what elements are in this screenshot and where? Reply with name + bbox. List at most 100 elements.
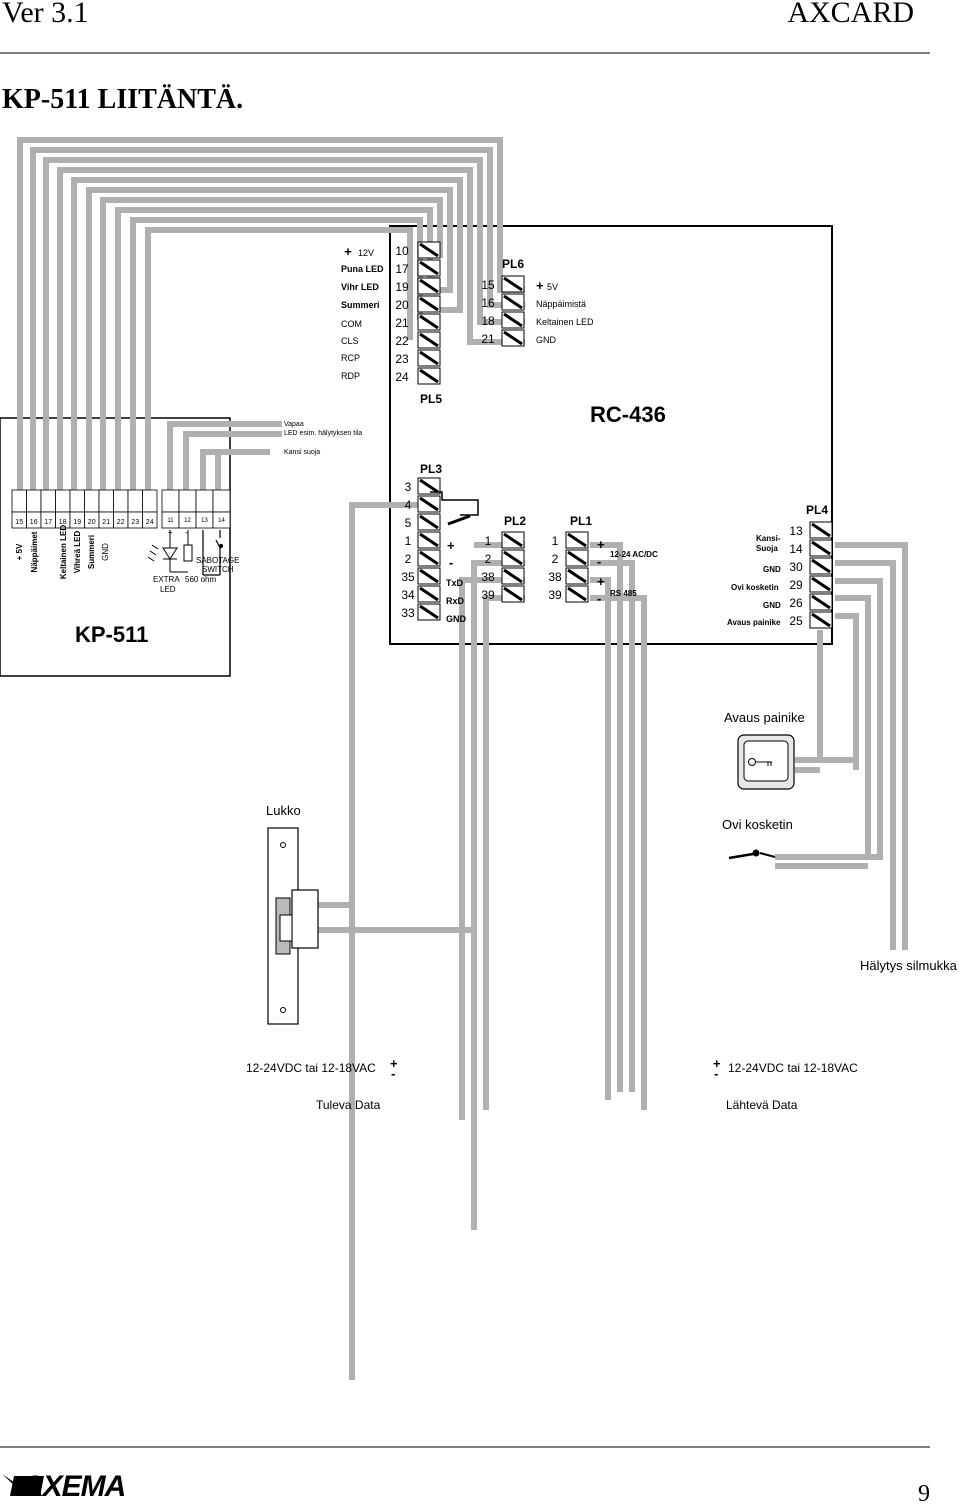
pl2-pin-38: 38	[481, 570, 495, 584]
wire-kp21	[100, 197, 443, 490]
pl3-sabotage-link	[430, 491, 479, 516]
pl6-signal-2: Keltainen LED	[536, 317, 594, 327]
pl3-plus: +	[447, 538, 455, 553]
pl3-txd: TxD	[446, 578, 464, 588]
wire-pl4-14	[835, 560, 896, 950]
pl5-signal-1: Puna LED	[341, 264, 384, 274]
note-vapaa: Vapaa	[284, 421, 304, 428]
pl3-pin-5: 5	[405, 516, 412, 530]
data-out-label: Lähtevä Data	[726, 1098, 798, 1112]
logo-text: AXEMA	[22, 1470, 126, 1503]
kp-pin-24: 24	[146, 519, 154, 526]
terminals	[417, 241, 833, 629]
page-number: 9	[918, 1481, 930, 1507]
kp-pin-17: 17	[44, 519, 52, 526]
kp-pin-16: 16	[30, 519, 38, 526]
note-kansi-suoja: Kansi suoja	[284, 449, 320, 456]
pl1-bus: RS 485	[610, 589, 637, 598]
pl5-terminal-3-screw	[419, 296, 439, 312]
pl1-label: PL1	[570, 514, 592, 528]
pl2-pin-2: 2	[485, 552, 492, 566]
pl2-label: PL2	[504, 514, 526, 528]
wire-pl2-39	[483, 595, 525, 1110]
wire-kp22	[115, 207, 440, 490]
pl6-signal-3: GND	[536, 335, 557, 345]
kp-pin-box-21	[98, 489, 114, 513]
pl4-pin-25: 25	[789, 614, 803, 628]
pl3-rxd: RxD	[446, 596, 465, 606]
pl4-terminal-1-screw	[811, 540, 831, 556]
wire-kp18-pl6	[57, 167, 525, 490]
wire-pl4-26	[835, 613, 859, 770]
power-in-minus: -	[391, 1066, 395, 1081]
pl4-terminal-2-screw	[811, 558, 831, 574]
kp-label-4: Summeri	[87, 535, 96, 569]
kp-pin2-box-13	[195, 489, 214, 513]
exit-button-icon	[737, 734, 795, 790]
pl5-signal-7: RDP	[341, 371, 360, 381]
kp-pin2-14: 14	[218, 518, 225, 524]
kp-pin2-box-12	[178, 489, 197, 513]
kp-pin-box-16	[26, 489, 42, 513]
pl3-terminal-7-screw	[419, 604, 439, 620]
pl5-signal-3: Summeri	[341, 300, 380, 310]
pl4-pin-14: 14	[789, 542, 803, 556]
pl5-pin-24: 24	[395, 370, 409, 384]
wire-kp19	[71, 177, 463, 490]
pl1-terminal-3-screw	[567, 586, 587, 602]
pl5-pin-17: 17	[395, 262, 409, 276]
pl5-terminal-5-screw	[419, 332, 439, 348]
pl5-terminal-2-screw	[419, 278, 439, 294]
kp-pin-19: 19	[73, 519, 81, 526]
kp-led: LED	[160, 585, 176, 594]
pl1-pin-2: 2	[552, 552, 559, 566]
pl4-terminal-3-screw	[811, 576, 831, 592]
pl3-pin-34: 34	[401, 588, 415, 602]
pl1-power: 12-24 AC/DC	[610, 550, 658, 559]
note-led: LED esim. hälytyksen tila	[284, 430, 362, 437]
pl3-pin-35: 35	[401, 570, 415, 584]
wire-kp13	[200, 449, 270, 490]
pl5-signal-0: 12V	[358, 248, 374, 258]
pl5-pin-22: 22	[395, 334, 409, 348]
pl3-label: PL3	[420, 462, 442, 476]
pl5-terminal-1-screw	[419, 260, 439, 276]
pl5-label: PL5	[420, 392, 442, 406]
pl1-pin-1: 1	[552, 534, 559, 548]
brand-label: AXCARD	[787, 0, 914, 29]
pl3-minus: -	[449, 555, 453, 570]
pl6-pin-21: 21	[481, 332, 495, 346]
kp-pin-box-24	[142, 489, 158, 513]
pl1-sign-3: -	[597, 591, 601, 606]
pl4-terminal-0-screw	[811, 522, 831, 538]
wire-kp11	[167, 421, 282, 490]
pl3-pin-2: 2	[405, 552, 412, 566]
pl3-terminal-5-screw	[419, 568, 439, 584]
kp-switch: SWITCH	[202, 565, 234, 574]
kp-pin-box-23	[127, 489, 143, 513]
version-label: Ver 3.1	[2, 0, 89, 29]
pl3-gnd: GND	[446, 614, 467, 624]
wire-pl4-13	[835, 542, 908, 950]
pl6-pin-15: 15	[481, 278, 495, 292]
pl4-signal-suoja: Suoja	[756, 544, 778, 553]
pl3-terminal-3-screw	[419, 532, 439, 548]
pl1-sign-0: +	[597, 537, 605, 552]
wire-kp17-pl6	[43, 157, 525, 490]
wire-pl1-38	[590, 577, 611, 1100]
power-in-plus: +	[390, 1056, 398, 1071]
pl4-terminal-5-screw	[811, 612, 831, 628]
device-alarm-label: Hälytys silmukka	[860, 958, 958, 973]
kp-pin2-12: 12	[184, 518, 191, 524]
kp-name: KP-511	[75, 622, 148, 647]
power-out-label: 12-24VDC tai 12-18VAC	[728, 1061, 858, 1075]
pl4-pin-13: 13	[789, 524, 803, 538]
kp-pin-23: 23	[131, 519, 139, 526]
pl5-signal-4: COM	[341, 319, 362, 329]
pl4-pin-30: 30	[789, 560, 803, 574]
pl3-pin-33: 33	[401, 606, 415, 620]
kp-label-0: + 5V	[15, 543, 24, 560]
pl5-terminal-6-screw	[419, 350, 439, 366]
